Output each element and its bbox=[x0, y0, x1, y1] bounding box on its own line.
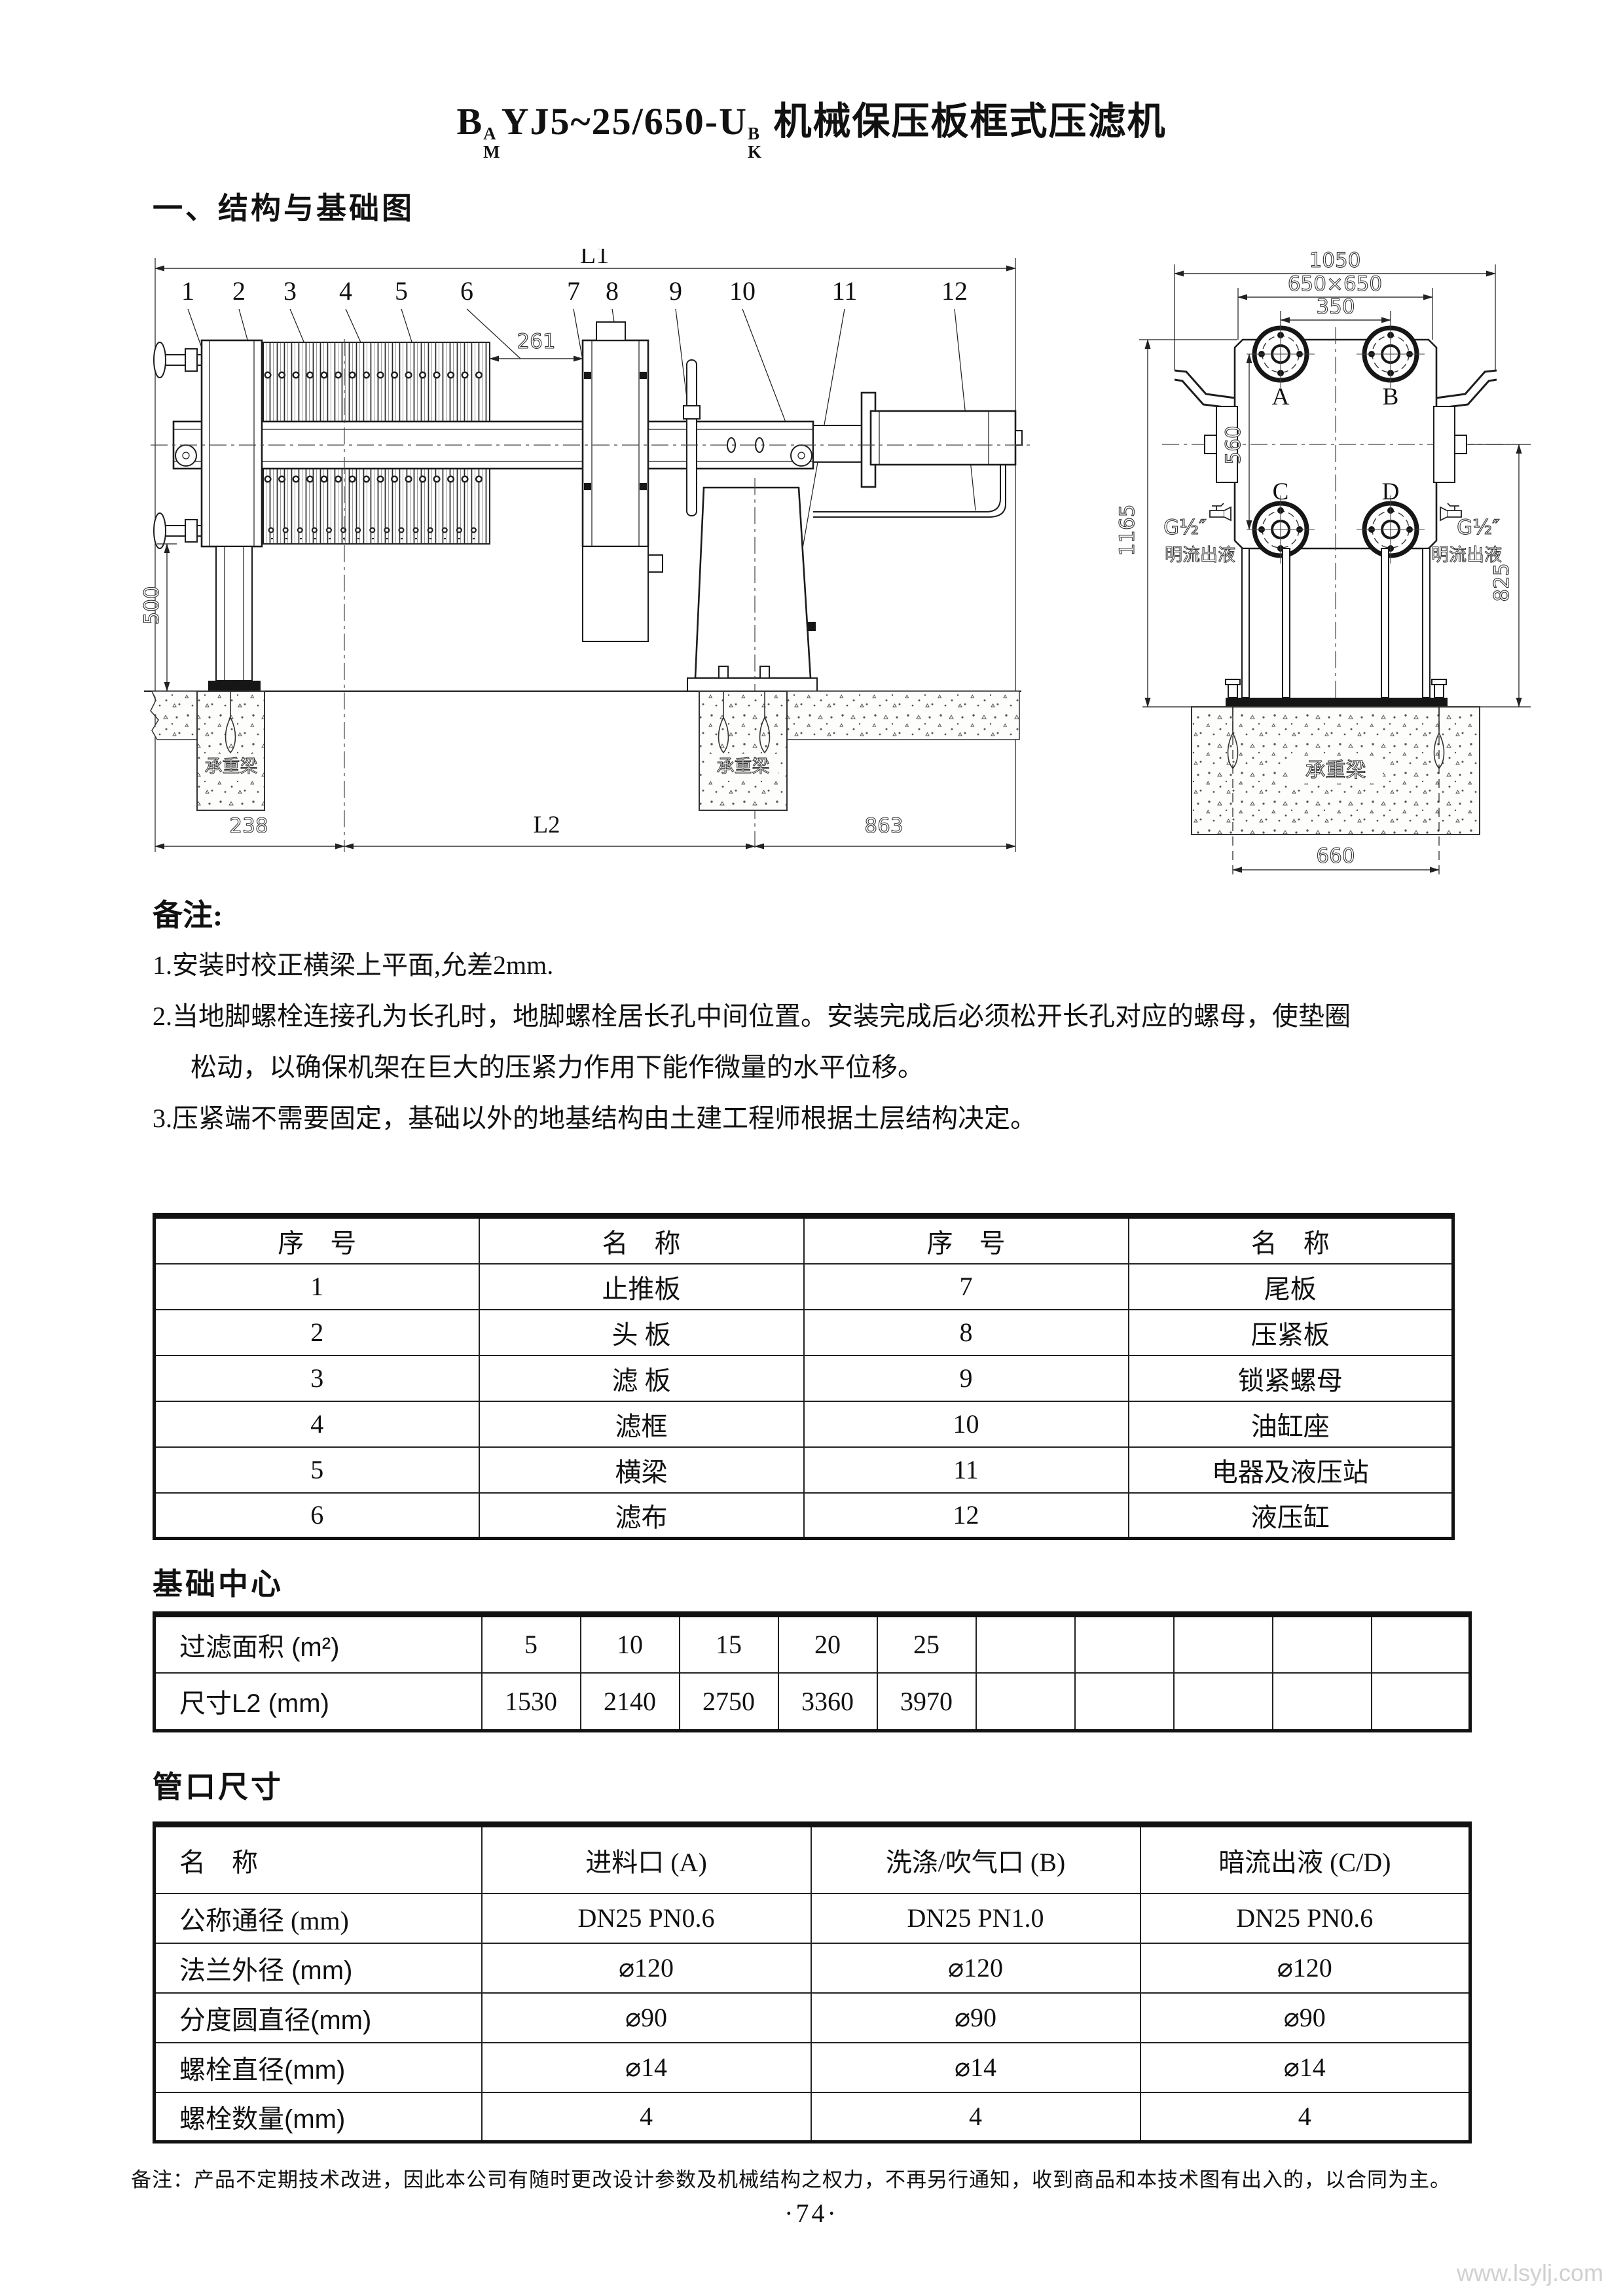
side-view-drawing: L1 1 2 3 4 5 6 7 8 9 10 11 12 261 bbox=[139, 249, 1031, 852]
note-2: 2.当地脚螺栓连接孔为长孔时，地脚螺栓居长孔中间位置。安装完成后必须松开长孔对应… bbox=[153, 1001, 1351, 1031]
note-2-cont: 松动，以确保机架在巨大的压紧力作用下能作微量的水平位移。 bbox=[191, 1052, 924, 1082]
pressing-plate bbox=[581, 339, 649, 548]
station-pillar bbox=[694, 486, 812, 679]
callout-11: 11 bbox=[832, 276, 858, 306]
dim-863: 863 bbox=[864, 814, 903, 838]
section-heading: 一、结构与基础图 bbox=[153, 192, 414, 225]
dim-L2: L2 bbox=[533, 812, 560, 838]
pipe-heading: 管口尺寸 bbox=[153, 1770, 283, 1804]
table-row: 螺栓直径(mm) ⌀14⌀14⌀14 bbox=[153, 2041, 1471, 2093]
dim-350: 350 bbox=[1316, 295, 1355, 319]
pressing-plate-shoe bbox=[582, 546, 649, 642]
callout-9: 9 bbox=[669, 276, 682, 306]
dim-261: 261 bbox=[517, 330, 555, 353]
callout-4: 4 bbox=[339, 276, 352, 306]
pressing-plate-cap bbox=[596, 321, 626, 341]
dim-L1: L1 bbox=[580, 249, 609, 269]
hydraulic-cylinder bbox=[869, 410, 1017, 466]
beam-label-right: 承重梁 bbox=[717, 757, 770, 777]
title-model-prefix: B bbox=[456, 100, 484, 143]
parts-h-no1: 序 号 bbox=[153, 1215, 480, 1265]
base-plate bbox=[1226, 698, 1448, 707]
pipe-h-wash: 洗涤/吹气口 (B) bbox=[810, 1823, 1141, 1894]
title-cn: 机械保压板框式压滤机 bbox=[763, 100, 1167, 143]
port-A: A bbox=[1272, 384, 1290, 410]
title-model-mid: YJ5~25/650-U bbox=[501, 100, 748, 143]
dim-660: 660 bbox=[1316, 844, 1355, 868]
callout-7: 7 bbox=[567, 276, 580, 306]
side-knob-upper bbox=[153, 342, 202, 378]
dim-1050: 1050 bbox=[1309, 249, 1361, 272]
dim-825: 825 bbox=[1490, 563, 1514, 601]
port-B: B bbox=[1383, 384, 1399, 410]
watermark: www.lsylj.com bbox=[1456, 2259, 1603, 2286]
thread-left: G½″ bbox=[1163, 516, 1207, 539]
callout-12: 12 bbox=[941, 276, 968, 306]
side-beam-left bbox=[1216, 406, 1238, 483]
soil-left bbox=[150, 691, 202, 740]
end-view-drawing: 1050 650×650 350 A B C D 560 G½″ 明流出液 G½… bbox=[1115, 249, 1531, 878]
thrust-plate-leg bbox=[215, 546, 253, 681]
pipe-table: 名 称 进料口 (A) 洗涤/吹气口 (B) 暗流出液 (C/D) 公称通径 (… bbox=[153, 1821, 1472, 2144]
note-3: 3.压紧端不需要固定，基础以外的地基结构由土建工程师根据土层结构决定。 bbox=[153, 1103, 1036, 1133]
beam-end-lug bbox=[175, 444, 197, 467]
port-C: C bbox=[1273, 478, 1289, 505]
footer-note: 备注：产品不定期技术改进，因此本公司有随时更改设计参数及机械结构之权力，不再另行… bbox=[131, 2168, 1451, 2191]
outflow-left: 明流出液 bbox=[1165, 545, 1235, 565]
parts-h-name1: 名 称 bbox=[478, 1215, 805, 1265]
dim-650: 650×650 bbox=[1288, 272, 1382, 296]
parts-h-no2: 序 号 bbox=[803, 1215, 1129, 1265]
callout-3: 3 bbox=[283, 276, 297, 306]
notes-list: 1.安装时校正横梁上平面,允差2mm. 2.当地脚螺栓连接孔为长孔时，地脚螺栓居… bbox=[153, 944, 1351, 1148]
cylinder-yoke bbox=[812, 425, 862, 463]
callout-6: 6 bbox=[460, 276, 473, 306]
pipe-h-name: 名 称 bbox=[153, 1823, 483, 1894]
thread-right: G½″ bbox=[1457, 516, 1500, 539]
callout-10: 10 bbox=[729, 276, 756, 306]
cylinder-seat-lug bbox=[790, 444, 812, 467]
pipe-h-outflow: 暗流出液 (C/D) bbox=[1139, 1823, 1471, 1894]
callout-2: 2 bbox=[232, 276, 246, 306]
dim-500: 500 bbox=[140, 586, 164, 624]
outflow-right: 明流出液 bbox=[1431, 545, 1502, 565]
parts-h-name2: 名 称 bbox=[1127, 1215, 1454, 1265]
callout-5: 5 bbox=[395, 276, 408, 306]
port-D: D bbox=[1382, 478, 1400, 505]
callout-1: 1 bbox=[181, 276, 194, 306]
table-row: 法兰外径 (mm) ⌀120⌀120⌀120 bbox=[153, 1942, 1471, 1994]
soil-right bbox=[786, 691, 1020, 740]
side-knob-lower bbox=[153, 512, 202, 549]
foundation-heading: 基础中心 bbox=[153, 1568, 283, 1601]
foundation-pier-right bbox=[699, 691, 788, 811]
callout-8: 8 bbox=[606, 276, 619, 306]
pipe-h-feed: 进料口 (A) bbox=[481, 1823, 812, 1894]
table-row: 分度圆直径(mm) ⌀90⌀90⌀90 bbox=[153, 1992, 1471, 2043]
note-1: 1.安装时校正横梁上平面,允差2mm. bbox=[153, 950, 554, 980]
side-beam-right bbox=[1433, 406, 1455, 483]
dim-560: 560 bbox=[1222, 425, 1245, 464]
lock-screw bbox=[686, 359, 697, 516]
page-number: ·74· bbox=[784, 2198, 839, 2228]
beam-label: 承重梁 bbox=[1305, 759, 1366, 782]
dim-238: 238 bbox=[229, 814, 268, 838]
notes-heading: 备注: bbox=[153, 899, 223, 932]
dim-1165: 1165 bbox=[1116, 505, 1139, 556]
beam-label-left: 承重梁 bbox=[205, 757, 258, 777]
thrust-plate bbox=[200, 339, 263, 548]
